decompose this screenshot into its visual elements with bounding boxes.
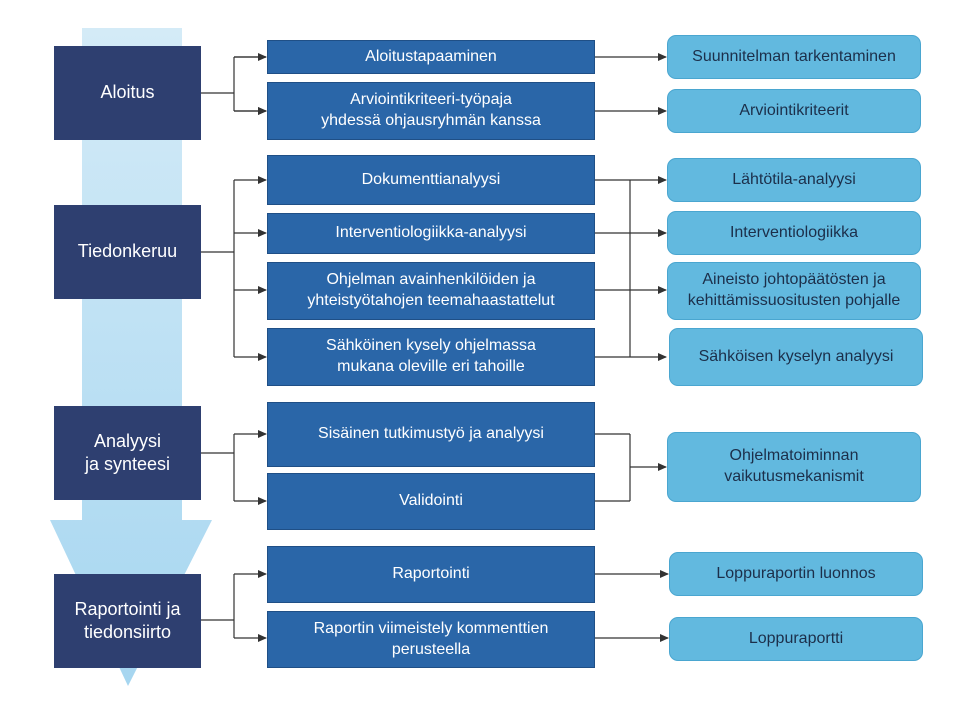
activity-raportin-viimeistely: Raportin viimeistely kommenttien peruste… <box>267 611 595 668</box>
connector-phase2-merge <box>595 179 631 358</box>
flow-arrow-shape <box>50 28 212 686</box>
output-loppuraportin-luonnos: Loppuraportin luonnos <box>669 552 923 596</box>
activity-label: Raportin viimeistely kommenttien peruste… <box>313 619 549 658</box>
activity-label: Interventiologiikka-analyysi <box>335 224 527 242</box>
phase-label: Aloitus <box>100 82 155 103</box>
activity-aloitustapaaminen: Aloitustapaaminen <box>267 40 595 74</box>
output-arviointikriteerit: Arviointikriteerit <box>667 89 921 133</box>
phase-label: Analyysi ja synteesi <box>84 430 171 474</box>
activity-label: Arviointikriteeri-työpaja yhdessä ohjaus… <box>321 91 541 129</box>
output-vaikutusmekanismit: Ohjelmatoiminnan vaikutusmekanismit <box>667 432 921 502</box>
output-label: Aineisto johtopäätösten ja kehittämissuo… <box>687 271 901 309</box>
activity-dokumenttianalyysi: Dokumenttianalyysi <box>267 155 595 205</box>
activity-raportointi: Raportointi <box>267 546 595 603</box>
activity-sisainen-tutkimustyo: Sisäinen tutkimustyö ja analyysi <box>267 402 595 467</box>
output-label: Loppuraportin luonnos <box>716 564 876 582</box>
output-lahtotila-analyysi: Lähtötila-analyysi <box>667 158 921 202</box>
activity-label: Sisäinen tutkimustyö ja analyysi <box>318 425 544 443</box>
activity-label: Dokumenttianalyysi <box>361 170 501 188</box>
activity-label: Aloitustapaaminen <box>365 47 497 65</box>
connector-phase2-trunk <box>201 180 235 357</box>
output-label: Lähtötila-analyysi <box>732 170 856 188</box>
activity-label: Sähköinen kysely ohjelmassa mukana olevi… <box>326 337 536 375</box>
activity-validointi: Validointi <box>267 473 595 530</box>
activity-label: Ohjelman avainhenkilöiden ja yhteistyöta… <box>307 271 555 309</box>
output-aineisto: Aineisto johtopäätösten ja kehittämissuo… <box>667 262 921 320</box>
output-loppuraportti: Loppuraportti <box>669 617 923 661</box>
activity-label: Validointi <box>399 492 463 510</box>
output-label: Loppuraportti <box>748 629 844 647</box>
activity-label: Raportointi <box>392 565 470 583</box>
connector-phase3-merge <box>595 433 631 502</box>
phase-label: Raportointi ja tiedonsiirto <box>74 598 181 642</box>
output-label: Interventiologiikka <box>729 223 859 241</box>
connector-phase3-trunk <box>201 434 235 501</box>
output-label: Arviointikriteerit <box>739 101 849 119</box>
phase-aloitus: Aloitus <box>54 46 201 140</box>
output-suunnitelman-tarkentaminen: Suunnitelman tarkentaminen <box>667 35 921 79</box>
phase-label: Tiedonkeruu <box>77 241 178 262</box>
activity-arviointikriteeri-tyopaja: Arviointikriteeri-työpaja yhdessä ohjaus… <box>267 82 595 140</box>
connector-phase1 <box>201 56 266 111</box>
output-interventiologiikka: Interventiologiikka <box>667 211 921 255</box>
output-label: Ohjelmatoiminnan vaikutusmekanismit <box>724 447 864 485</box>
activity-interventiologiikka-analyysi: Interventiologiikka-analyysi <box>267 213 595 254</box>
connector-phase4-trunk <box>201 574 235 638</box>
phase-analyysi: Analyysi ja synteesi <box>54 406 201 500</box>
output-sahkoisen-kyselyn-analyysi: Sähköisen kyselyn analyysi <box>669 328 923 386</box>
phase-tiedonkeruu: Tiedonkeruu <box>54 205 201 299</box>
activity-sahkoinen-kysely: Sähköinen kysely ohjelmassa mukana olevi… <box>267 328 595 386</box>
phase-raportointi: Raportointi ja tiedonsiirto <box>54 574 201 668</box>
output-label: Sähköisen kyselyn analyysi <box>698 347 894 365</box>
activity-teemahaastattelut: Ohjelman avainhenkilöiden ja yhteistyöta… <box>267 262 595 320</box>
output-label: Suunnitelman tarkentaminen <box>692 47 896 65</box>
